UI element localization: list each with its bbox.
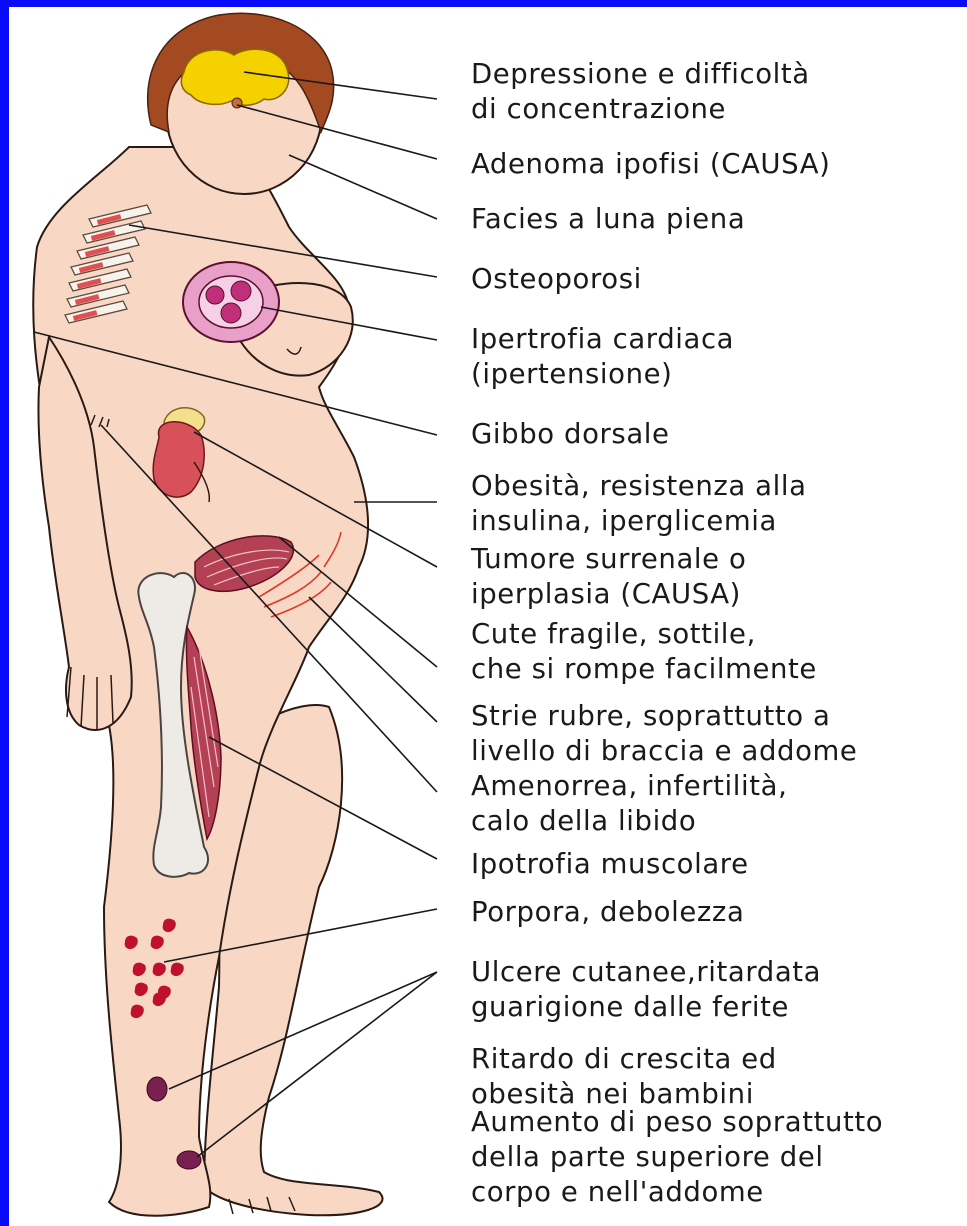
label-5: Gibbo dorsale bbox=[471, 417, 670, 452]
label-12: Porpora, debolezza bbox=[471, 895, 744, 930]
label-11: Ipotrofia muscolare bbox=[471, 847, 749, 882]
label-7: Tumore surrenale o iperplasia (CAUSA) bbox=[471, 542, 746, 612]
label-2: Facies a luna piena bbox=[471, 202, 745, 237]
brain bbox=[181, 49, 288, 105]
label-14: Ritardo di crescita ed obesità nei bambi… bbox=[471, 1042, 777, 1112]
label-4: Ipertrofia cardiaca (ipertensione) bbox=[471, 322, 734, 392]
label-10: Amenorrea, infertilità, calo della libid… bbox=[471, 769, 787, 839]
leader-line-2 bbox=[289, 155, 437, 219]
ulcer-foot bbox=[177, 1151, 201, 1169]
label-6: Obesità, resistenza alla insulina, iperg… bbox=[471, 469, 807, 539]
label-15: Aumento di peso soprattutto della parte … bbox=[471, 1105, 883, 1210]
heart bbox=[183, 262, 279, 342]
leader-line-9 bbox=[309, 597, 437, 722]
diagram-canvas: Depressione e difficoltà di concentrazio… bbox=[9, 7, 967, 1226]
label-9: Strie rubre, soprattutto a livello di br… bbox=[471, 699, 857, 769]
label-8: Cute fragile, sottile, che si rompe faci… bbox=[471, 617, 817, 687]
label-3: Osteoporosi bbox=[471, 262, 642, 297]
label-1: Adenoma ipofisi (CAUSA) bbox=[471, 147, 830, 182]
label-0: Depressione e difficoltà di concentrazio… bbox=[471, 57, 810, 127]
ulcer-ankle bbox=[147, 1077, 167, 1101]
label-13: Ulcere cutanee,ritardata guarigione dall… bbox=[471, 955, 821, 1025]
